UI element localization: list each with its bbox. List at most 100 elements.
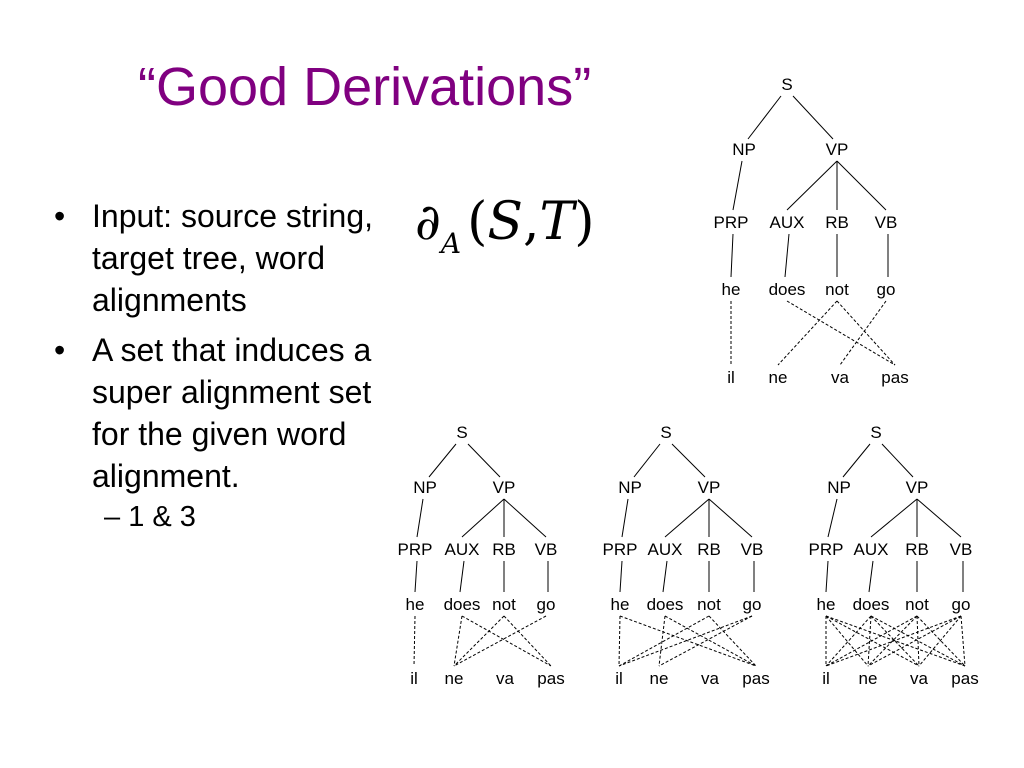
french-word-va: va [910,669,929,688]
tree-node-rb: RB [697,540,721,559]
tree-node-vb: VB [950,540,973,559]
tree-edge [662,560,668,593]
tree-edge [459,560,465,593]
tree-node-vp: VP [906,478,929,497]
tree-node-prp: PRP [809,540,844,559]
french-word-va: va [831,368,850,387]
derivation-formula: ∂A(S,T) [415,196,595,258]
alignment-link [870,615,966,667]
sub-bullet-item: – 1 & 3 [92,497,395,537]
tree-edge [503,498,547,538]
tree-edge [671,443,706,478]
tree-edge [467,443,501,478]
bullet-glyph: • [54,332,66,368]
formula-comma: , [523,192,540,252]
tree-edge [732,160,743,211]
tree-edge [461,498,505,538]
alignment-link [825,615,962,667]
formula-arg-s: S [487,192,524,252]
alignment-link [461,615,552,667]
french-word-pas: pas [537,669,564,688]
tree-edge [881,443,914,478]
english-word-not: not [825,280,849,299]
alignment-link [618,615,621,667]
alignment-link [618,615,753,667]
tree-node-prp: PRP [398,540,433,559]
tree-edge [708,498,753,538]
english-word-not: not [905,595,929,614]
english-word-he: he [406,595,425,614]
tree-node-rb: RB [492,540,516,559]
tree-edge [870,498,918,538]
french-word-ne: ne [650,669,669,688]
english-word-go: go [952,595,971,614]
alignment-link [619,615,757,667]
french-word-ne: ne [859,669,878,688]
tree-edge [868,560,874,593]
bullet-text: A set that induces a super alignment set… [92,332,372,494]
english-word-go: go [537,595,556,614]
tree-node-np: NP [732,140,756,159]
tree-node-prp: PRP [714,213,749,232]
tree-edge [827,498,838,538]
sub-bullet-list: – 1 & 3 [92,497,395,537]
tree-edge [633,443,661,478]
french-word-il: il [410,669,418,688]
english-word-does: does [853,595,890,614]
alignment-link [825,615,918,667]
sub-bullet-glyph: – [104,501,121,533]
bullet-item: • Input: source string, target tree, wor… [50,195,395,321]
french-word-ne: ne [769,368,788,387]
alignment-link [916,615,920,667]
french-word-il: il [822,669,830,688]
tree-node-aux: AUX [854,540,889,559]
tree-node-vp: VP [493,478,516,497]
alignment-link [503,615,552,667]
tree-edge [416,498,424,538]
french-word-pas: pas [951,669,978,688]
bullet-text: Input: source string, target tree, word … [92,198,374,318]
english-word-go: go [743,595,762,614]
tree-edge [916,498,962,538]
tree-edge [825,560,829,593]
alignment-link [658,615,666,667]
alignment-link [618,615,710,667]
bullet-list: • Input: source string, target tree, wor… [50,195,395,545]
tree-node-aux: AUX [648,540,683,559]
tree-edge [428,443,457,478]
tree-node-vp: VP [826,140,849,159]
bullet-glyph: • [54,198,66,234]
french-word-pas: pas [742,669,769,688]
english-word-does: does [769,280,806,299]
slide-title: “Good Derivations” [138,57,592,117]
tree-edge [784,233,790,278]
tree-edge [842,443,871,478]
tree-node-rb: RB [905,540,929,559]
french-word-va: va [701,669,720,688]
tree-node-s: S [660,423,671,442]
alignment-link [453,615,463,667]
sub-bullet-text: 1 & 3 [128,501,196,533]
tree-edge [619,560,623,593]
formula-open-paren: ( [467,192,488,252]
alignment-link [916,615,966,667]
tree-node-vp: VP [698,478,721,497]
english-word-not: not [697,595,721,614]
tree-node-vb: VB [741,540,764,559]
alignment-link [658,615,753,667]
english-word-does: does [444,595,481,614]
alignment-link [918,615,962,667]
french-word-va: va [496,669,515,688]
tree-node-s: S [781,75,792,94]
tree-node-aux: AUX [770,213,805,232]
tree-edge [664,498,710,538]
alignment-link [960,615,966,667]
french-word-pas: pas [881,368,908,387]
tree-edge [836,160,887,211]
tree-node-aux: AUX [445,540,480,559]
english-word-not: not [492,595,516,614]
english-word-he: he [722,280,741,299]
alignment-link [867,615,872,667]
alignment-link [839,300,887,366]
